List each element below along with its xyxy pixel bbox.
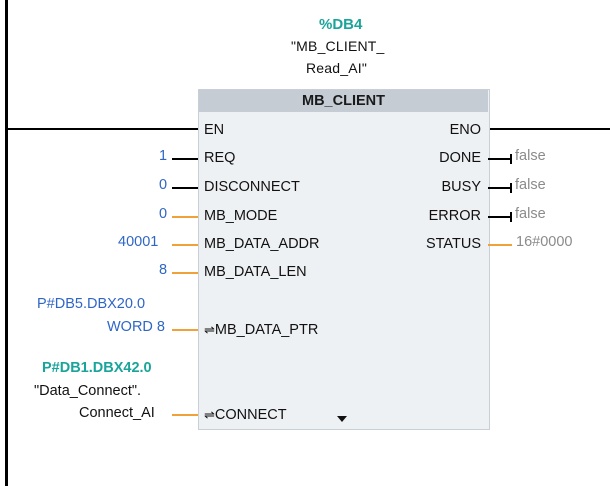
value-mb-mode[interactable]: 0 xyxy=(159,206,168,222)
value-mb-data-ptr-line2[interactable]: WORD 8 xyxy=(107,319,165,335)
value-busy[interactable]: false xyxy=(515,177,546,193)
value-mb-data-ptr-line1[interactable]: P#DB5.DBX20.0 xyxy=(37,296,146,312)
pin-en[interactable]: EN xyxy=(204,122,225,138)
wire-mb-data-len xyxy=(172,272,198,274)
wire-mb-data-ptr xyxy=(172,329,198,331)
mb-client-block[interactable] xyxy=(198,89,490,430)
expand-chevron-down-icon[interactable] xyxy=(337,416,347,422)
value-connect-line1[interactable]: P#DB1.DBX42.0 xyxy=(42,360,152,376)
pin-status[interactable]: STATUS xyxy=(425,236,481,252)
pin-mb-data-ptr[interactable]: ⇌MB_DATA_PTR xyxy=(204,322,318,338)
wire-done xyxy=(488,158,510,160)
en-wire[interactable] xyxy=(8,128,198,130)
value-req[interactable]: 1 xyxy=(159,148,168,164)
wire-disconnect xyxy=(172,187,198,189)
value-status[interactable]: 16#0000 xyxy=(516,234,573,250)
pin-mb-data-addr[interactable]: MB_DATA_ADDR xyxy=(204,236,320,252)
pin-eno[interactable]: ENO xyxy=(449,122,481,138)
value-disconnect[interactable]: 0 xyxy=(159,177,168,193)
pin-error[interactable]: ERROR xyxy=(428,208,481,224)
value-mb-data-addr[interactable]: 40001 xyxy=(118,234,159,250)
block-title: MB_CLIENT xyxy=(199,90,488,112)
value-done[interactable]: false xyxy=(515,148,546,164)
wire-mb-data-addr xyxy=(172,244,198,246)
pin-req[interactable]: REQ xyxy=(204,150,236,166)
wire-req xyxy=(172,158,198,160)
value-error[interactable]: false xyxy=(515,206,546,222)
pin-mb-mode[interactable]: MB_MODE xyxy=(204,208,278,224)
pin-connect[interactable]: ⇌CONNECT xyxy=(204,407,287,423)
pin-busy[interactable]: BUSY xyxy=(441,179,482,195)
wire-error xyxy=(488,216,510,218)
instance-label-line1[interactable]: "MB_CLIENT_ xyxy=(291,38,385,54)
wire-mb-mode xyxy=(172,216,198,218)
value-connect-line3[interactable]: Connect_AI xyxy=(79,405,155,421)
pin-mb-data-len[interactable]: MB_DATA_LEN xyxy=(204,264,307,280)
wire-status xyxy=(488,244,512,246)
value-mb-data-len[interactable]: 8 xyxy=(159,262,168,278)
eno-wire[interactable] xyxy=(488,128,610,130)
wire-connect xyxy=(172,414,198,416)
power-rail xyxy=(5,0,8,486)
value-connect-line2[interactable]: "Data_Connect". xyxy=(34,383,142,399)
wire-error-end xyxy=(510,212,512,222)
inout-arrow-icon: ⇌ xyxy=(204,322,215,337)
wire-done-end xyxy=(510,154,512,164)
pin-connect-label: CONNECT xyxy=(214,407,287,423)
instance-db-name[interactable]: %DB4 xyxy=(319,16,363,33)
wire-busy xyxy=(488,187,510,189)
pin-done[interactable]: DONE xyxy=(439,150,481,166)
instance-label-line2[interactable]: Read_AI" xyxy=(306,60,368,76)
wire-busy-end xyxy=(510,183,512,193)
pin-mb-data-ptr-label: MB_DATA_PTR xyxy=(214,322,319,338)
inout-arrow-icon: ⇌ xyxy=(204,407,215,422)
pin-disconnect[interactable]: DISCONNECT xyxy=(204,179,300,195)
